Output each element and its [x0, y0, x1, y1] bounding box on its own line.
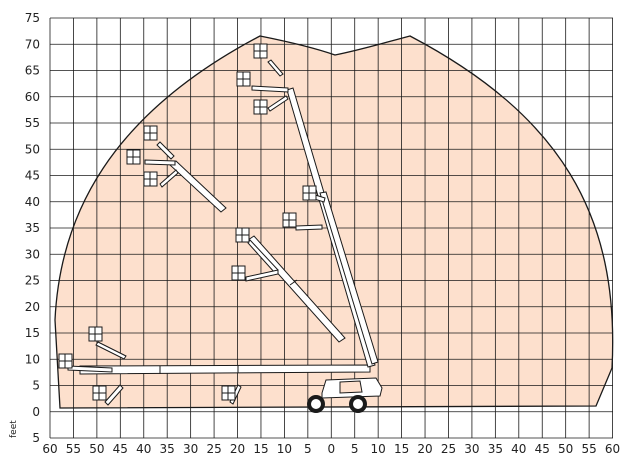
- wheel: [307, 395, 325, 413]
- basket: [235, 227, 250, 243]
- x-tick-label: 15: [253, 442, 268, 454]
- y-tick-label: 5: [32, 431, 40, 445]
- x-tick-label: 45: [535, 442, 550, 454]
- x-tick-label: 15: [394, 442, 409, 454]
- boom-diagonal-low: [247, 235, 346, 343]
- x-tick-label: 55: [66, 442, 81, 454]
- jib-right-1: [295, 224, 323, 231]
- basket: [126, 149, 141, 165]
- jib-top-3: [267, 95, 289, 112]
- y-tick-label: 65: [25, 64, 40, 78]
- x-tick-label: 10: [277, 442, 292, 454]
- y-tick-label: 50: [25, 142, 40, 156]
- jib-left-1: [156, 141, 175, 160]
- basket: [231, 265, 246, 281]
- x-tick-label: 55: [581, 442, 596, 454]
- x-tick-label: 60: [605, 442, 620, 454]
- y-tick-label: 55: [25, 116, 40, 130]
- jib-left-2: [144, 159, 176, 166]
- y-tick-label: 35: [25, 221, 40, 235]
- y-tick-label: 75: [25, 11, 40, 25]
- y-tick-label: 40: [25, 195, 40, 209]
- x-tick-label: 40: [136, 442, 151, 454]
- jib-top: [267, 59, 284, 77]
- x-tick-label: 10: [371, 442, 386, 454]
- basket: [221, 385, 236, 401]
- jib-top-2: [251, 85, 289, 93]
- basket: [236, 71, 251, 87]
- basket: [143, 171, 158, 187]
- x-tick-label: 40: [511, 442, 526, 454]
- jib-left-3: [159, 169, 179, 188]
- x-tick-label: 50: [558, 442, 573, 454]
- y-tick-label: 30: [25, 247, 40, 261]
- y-tick-label: 5: [32, 379, 40, 393]
- x-tick-label: 45: [113, 442, 128, 454]
- x-tick-label: 35: [488, 442, 503, 454]
- y-tick-label: 60: [25, 90, 40, 104]
- basket: [92, 385, 107, 401]
- basket: [58, 353, 73, 369]
- x-tick-label: 60: [42, 442, 57, 454]
- x-tick-label: 5: [304, 442, 312, 454]
- x-tick-label: 30: [464, 442, 479, 454]
- x-tick-label: 25: [206, 442, 221, 454]
- basket: [253, 43, 268, 59]
- x-tick-label: 30: [183, 442, 198, 454]
- basket: [253, 99, 268, 115]
- machine-cab: [339, 380, 363, 394]
- x-tick-label: 20: [230, 442, 245, 454]
- x-tick-label: 35: [160, 442, 175, 454]
- jib-low-3: [104, 384, 124, 406]
- boom-horizontal: [79, 364, 371, 375]
- boom-diagonal-mid: [319, 191, 379, 365]
- x-tick-label: 0: [327, 442, 335, 454]
- jib-low-1: [95, 341, 127, 360]
- y-tick-label: 20: [25, 300, 40, 314]
- x-tick-label: 5: [351, 442, 359, 454]
- boom-joint: [289, 279, 298, 286]
- basket: [88, 326, 103, 342]
- unit-label: feet: [9, 420, 19, 438]
- x-tick-label: 25: [441, 442, 456, 454]
- y-tick-label: 15: [25, 326, 40, 340]
- y-tick-label: 45: [25, 169, 40, 183]
- wheel: [349, 395, 367, 413]
- y-tick-label: 0: [32, 405, 40, 419]
- basket: [143, 125, 158, 141]
- x-tick-label: 50: [89, 442, 104, 454]
- basket: [302, 185, 317, 201]
- jib-low-2: [67, 365, 113, 373]
- y-tick-label: 10: [25, 352, 40, 366]
- y-tick-label: 70: [25, 37, 40, 51]
- basket: [282, 212, 297, 228]
- x-tick-label: 20: [417, 442, 432, 454]
- jib-mid-2: [245, 269, 279, 282]
- y-tick-label: 25: [25, 274, 40, 288]
- boom-positions: [58, 43, 383, 413]
